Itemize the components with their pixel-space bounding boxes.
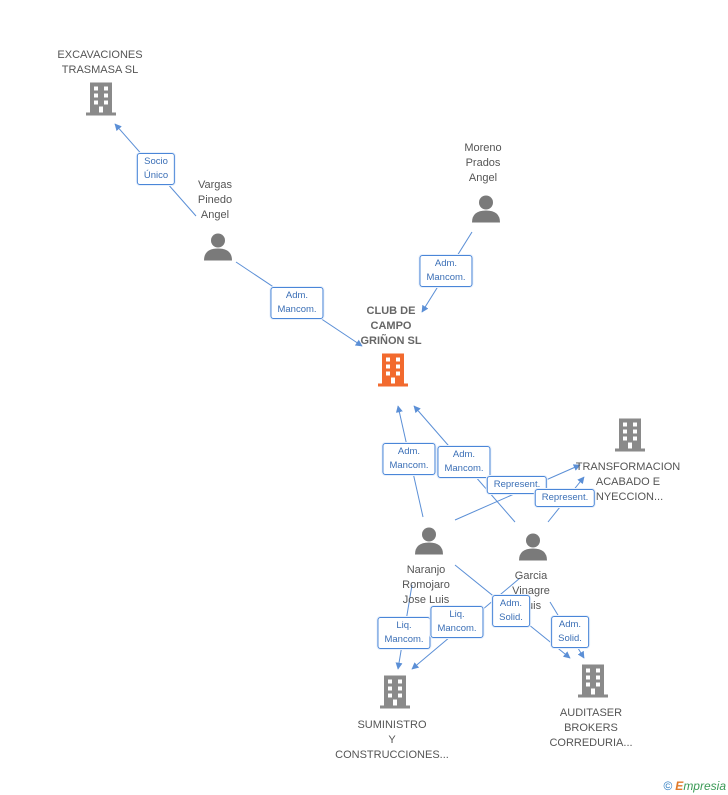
relation-badge-represent-garcia[interactable]: Represent.: [534, 489, 596, 507]
company-icon[interactable]: [85, 82, 117, 121]
relation-badge-socio-unico[interactable]: Socio Único: [136, 153, 176, 185]
relation-badge-adm-mancom-naranjo[interactable]: Adm. Mancom.: [382, 443, 436, 475]
relation-badge-adm-mancom-moreno[interactable]: Adm. Mancom.: [419, 255, 473, 287]
relation-badge-adm-mancom-vargas[interactable]: Adm. Mancom.: [270, 287, 324, 319]
copyright-icon: ©: [663, 779, 673, 793]
company-icon[interactable]: [577, 664, 609, 703]
center-company-icon[interactable]: [377, 353, 409, 392]
node-label-naranjo: Naranjo Romojaro Jose Luis: [402, 564, 450, 606]
relation-badge-liq-mancom-garcia[interactable]: Liq. Mancom.: [430, 606, 484, 638]
person-icon[interactable]: [203, 233, 233, 266]
person-icon[interactable]: [414, 527, 444, 560]
node-label-auditaser: AUDITASER BROKERS CORREDURIA...: [549, 707, 633, 749]
person-icon[interactable]: [518, 533, 548, 566]
person-icon[interactable]: [471, 195, 501, 228]
company-icon[interactable]: [379, 675, 411, 714]
brand-name: mpresia: [683, 779, 726, 793]
node-label-suministro: SUMINISTRO Y CONSTRUCCIONES...: [335, 719, 449, 761]
relation-badge-adm-solid-garcia[interactable]: Adm. Solid.: [551, 616, 589, 648]
node-label-transformacion: TRANSFORMACION ACABADO E INYECCION...: [575, 461, 681, 503]
node-label-center-company: CLUB DE CAMPO GRIÑON SL: [360, 305, 422, 347]
relation-badge-represent-naranjo[interactable]: Represent.: [486, 476, 548, 494]
relation-badge-adm-mancom-garcia[interactable]: Adm. Mancom.: [437, 446, 491, 478]
company-icon[interactable]: [614, 418, 646, 457]
brand-initial: E: [675, 779, 684, 793]
relation-badge-liq-mancom-naranjo[interactable]: Liq. Mancom.: [377, 617, 431, 649]
node-label-vargas: Vargas Pinedo Angel: [197, 179, 233, 221]
copyright-brand[interactable]: ©Empresia: [663, 779, 726, 793]
node-label-moreno: Moreno Prados Angel: [464, 142, 502, 184]
relation-badge-adm-solid-naranjo[interactable]: Adm. Solid.: [492, 595, 530, 627]
node-label-excavaciones: EXCAVACIONES TRASMASA SL: [57, 49, 143, 76]
